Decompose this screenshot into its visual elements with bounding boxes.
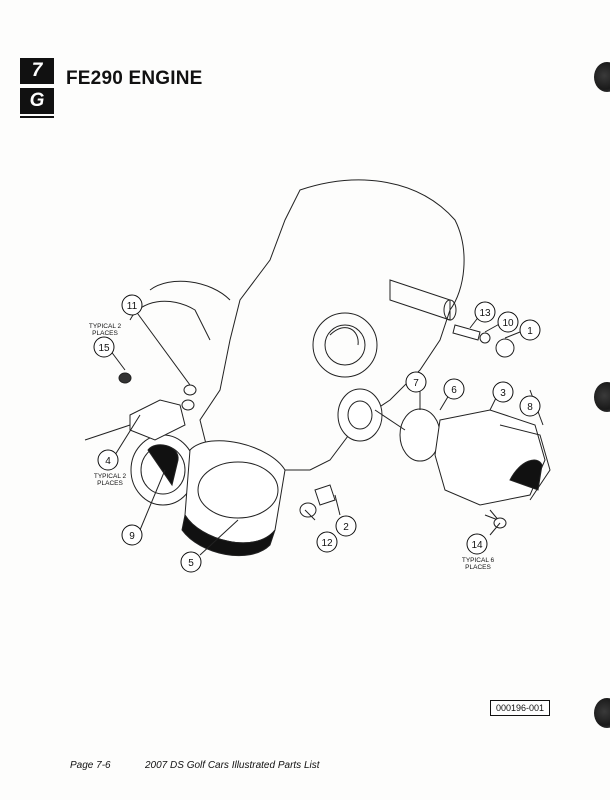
callout-13: 13 <box>479 308 491 319</box>
note-typical-2-lower-line1: TYPICAL 2 <box>94 473 127 480</box>
callout-3: 3 <box>500 388 506 399</box>
crankshaft <box>389 279 451 321</box>
binder-hole-top <box>594 62 610 92</box>
bracket <box>129 399 186 441</box>
figure-reference-number: 000196-001 <box>490 700 550 716</box>
note-typical-6-line1: TYPICAL 6 <box>462 557 495 564</box>
page-title: FE290 ENGINE <box>66 68 203 89</box>
callout-10: 10 <box>502 318 514 329</box>
callout-14: 14 <box>471 540 483 551</box>
binder-hole-middle <box>594 382 610 412</box>
pump-cover <box>434 409 546 506</box>
note-typical-2-upper-line2: PLACES <box>92 330 118 337</box>
callout-7: 7 <box>413 378 419 389</box>
footer-document-title: 2007 DS Golf Cars Illustrated Parts List <box>145 760 320 771</box>
note-typical-2-upper-line1: TYPICAL 2 <box>89 323 122 330</box>
callout-4: 4 <box>105 456 111 467</box>
section-letter-tab: G <box>20 88 54 114</box>
plug <box>118 372 132 384</box>
footer-page-number: Page 7-6 <box>70 760 111 771</box>
note-typical-2-lower-line2: PLACES <box>97 480 123 487</box>
binder-hole-bottom <box>594 698 610 728</box>
callout-12: 12 <box>321 538 333 549</box>
section-number-tab: 7 <box>20 58 54 84</box>
callout-9: 9 <box>129 531 135 542</box>
callout-1: 1 <box>527 326 533 337</box>
callout-6: 6 <box>451 385 457 396</box>
pump-gasket <box>399 408 441 462</box>
note-typical-6-line2: PLACES <box>465 564 491 571</box>
filter-mount <box>312 312 378 378</box>
callout-15: 15 <box>98 343 110 354</box>
pump-rotor <box>337 388 383 442</box>
exploded-engine-diagram: 1 2 3 4 5 6 7 8 9 10 11 12 13 14 15 TYPI… <box>84 179 551 573</box>
section-tab-rule <box>20 116 54 118</box>
oil-filter <box>184 440 286 544</box>
callout-5: 5 <box>188 558 194 569</box>
callout-8: 8 <box>527 402 533 413</box>
callout-11: 11 <box>127 301 138 312</box>
drain-bolt <box>314 484 336 506</box>
callout-2: 2 <box>343 522 349 533</box>
